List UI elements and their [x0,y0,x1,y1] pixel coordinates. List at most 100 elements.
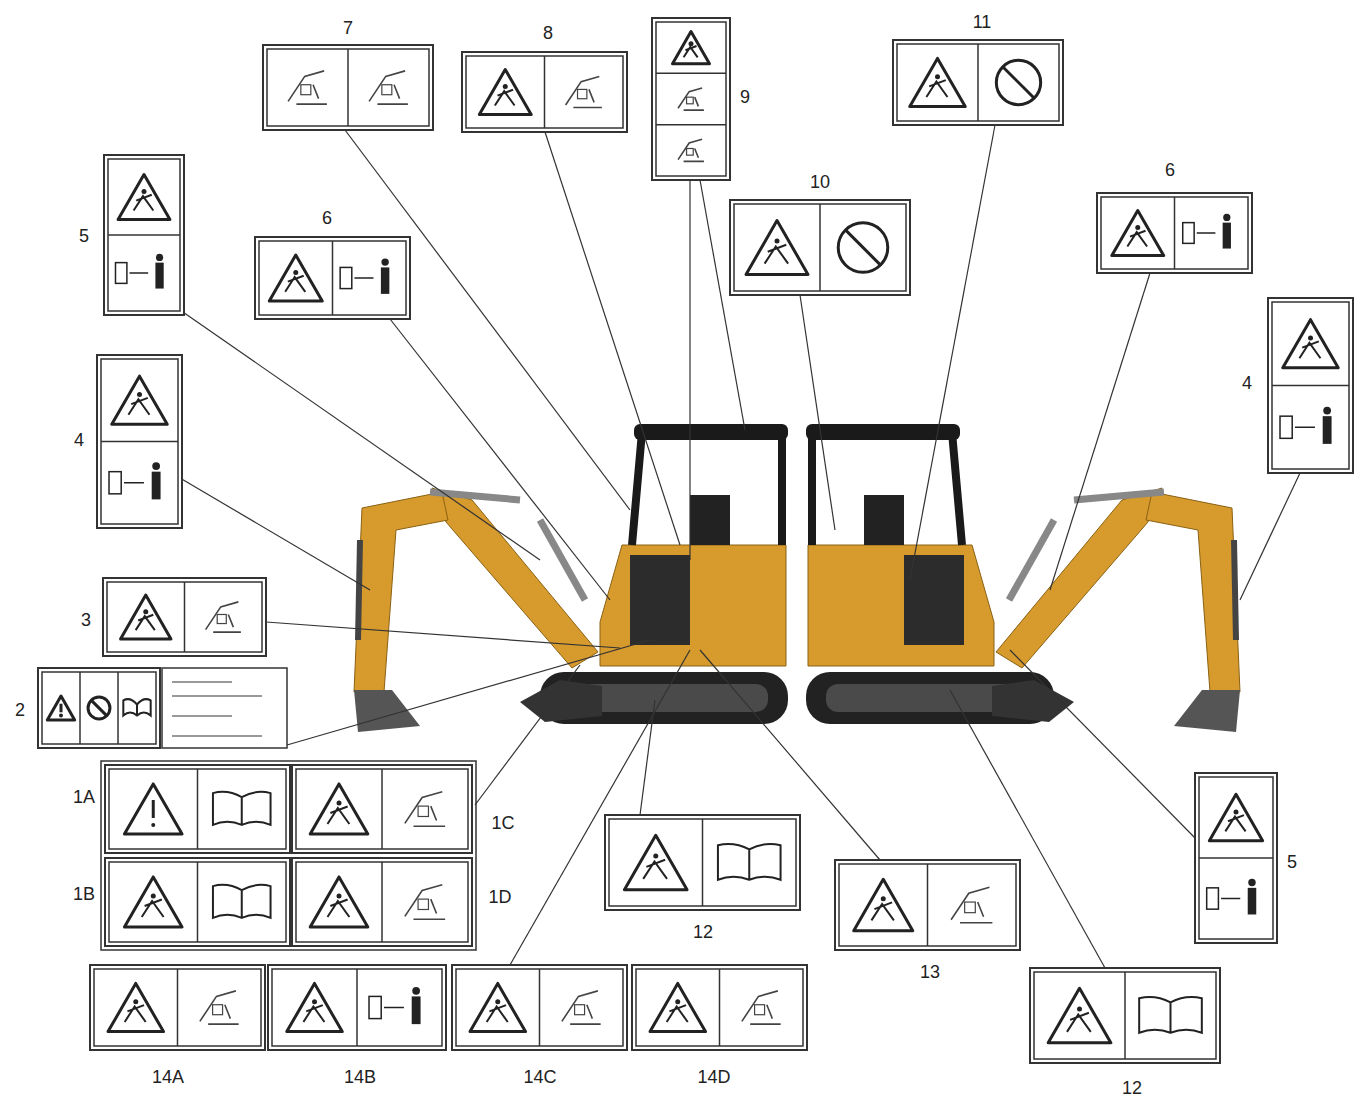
decal-border [1195,773,1277,943]
warning-triangle [910,58,965,106]
decal-divider [197,769,199,849]
decal-border [101,359,178,524]
manual-book [123,699,150,715]
cylinder [1074,492,1164,500]
decal-border [267,49,429,126]
callout-number: 14B [344,1068,376,1086]
person [381,267,389,293]
hazard-figure [142,899,164,917]
pictogram [206,602,241,632]
pictogram [687,97,694,104]
decal-border [734,204,906,291]
leader-line [1010,650,1197,840]
safety-decal [1268,298,1353,473]
distance-arrow [354,277,373,279]
decal-border [268,965,446,1050]
safety-decal [292,858,472,946]
decal-border [292,858,472,946]
safety-decal [1030,968,1220,1063]
pictogram [418,899,428,909]
safety-decal [97,355,182,528]
machine-box [109,472,121,494]
person [156,254,163,261]
person [1323,407,1331,415]
warning-triangle [624,835,687,889]
callout-number: 6 [1165,161,1175,179]
safety-decal [90,965,265,1050]
decal-divider [656,73,726,75]
callout-number: 12 [1122,1079,1142,1097]
hazard-figure [134,195,154,211]
leader-line [510,650,690,965]
hazard-figure [1225,815,1245,831]
pictogram [965,902,976,913]
decal-border [292,765,472,853]
leader-line [545,132,680,545]
machine-box [340,267,352,288]
decal-divider [347,49,349,126]
safety-decal [893,40,1063,125]
leader-line [800,295,835,530]
decal-border [263,45,433,130]
machine-box [369,996,381,1018]
blade [520,680,602,722]
callout-number: 6 [322,209,332,227]
safety-decal [1097,193,1252,273]
callout-number: 4 [74,431,84,449]
safety-decal [263,45,433,130]
decal-border [1268,298,1353,473]
decal-group-border [101,761,476,950]
hazard-figure [765,245,789,264]
boom [432,488,598,668]
pictogram [678,88,704,110]
plate-line [172,715,232,717]
callout-number: 3 [81,611,91,629]
decal-border [605,815,800,910]
exclamation [60,704,63,713]
callout-number: 10 [810,173,830,191]
manual-book [1139,997,1202,1033]
warning-triangle [1048,988,1111,1042]
person [412,987,420,995]
callout-number: 1B [73,885,95,903]
decal-border [652,18,730,180]
hazard-figure [337,800,342,805]
seat [864,495,904,545]
arm [354,492,448,692]
manual-book [213,792,271,825]
decal-divider [197,862,199,942]
person [1223,214,1230,221]
warning-triangle [1209,794,1262,840]
decal-border [632,965,807,1050]
hazard-figure [935,74,940,79]
decal-border [452,965,627,1050]
warning-triangle [124,784,182,834]
decal-border [109,862,286,942]
pictogram [369,71,408,104]
safety-decal [835,860,1020,950]
hazard-figure [503,84,508,89]
callout-number: 14C [523,1068,556,1086]
hazard-figure [143,609,148,614]
warning-triangle [269,255,322,301]
decal-border [462,52,627,132]
safety-decal [255,237,410,319]
callout-number: 1A [73,788,95,806]
plate-line [172,735,262,737]
cylinder [1009,520,1054,600]
safety-decal [605,815,800,910]
prohibition [88,697,110,719]
decal-border [456,969,623,1046]
warning-triangle [673,32,710,64]
bucket [1174,690,1240,732]
hazard-figure [1234,809,1239,814]
hazard-figure [337,893,342,898]
decal-divider [117,672,119,744]
warning-triangle [746,221,808,275]
hazard-figure [133,999,138,1004]
hazard-figure [1308,335,1313,340]
decal-divider [101,441,178,443]
hazard-figure [871,902,893,920]
warning-triangle [479,69,531,114]
